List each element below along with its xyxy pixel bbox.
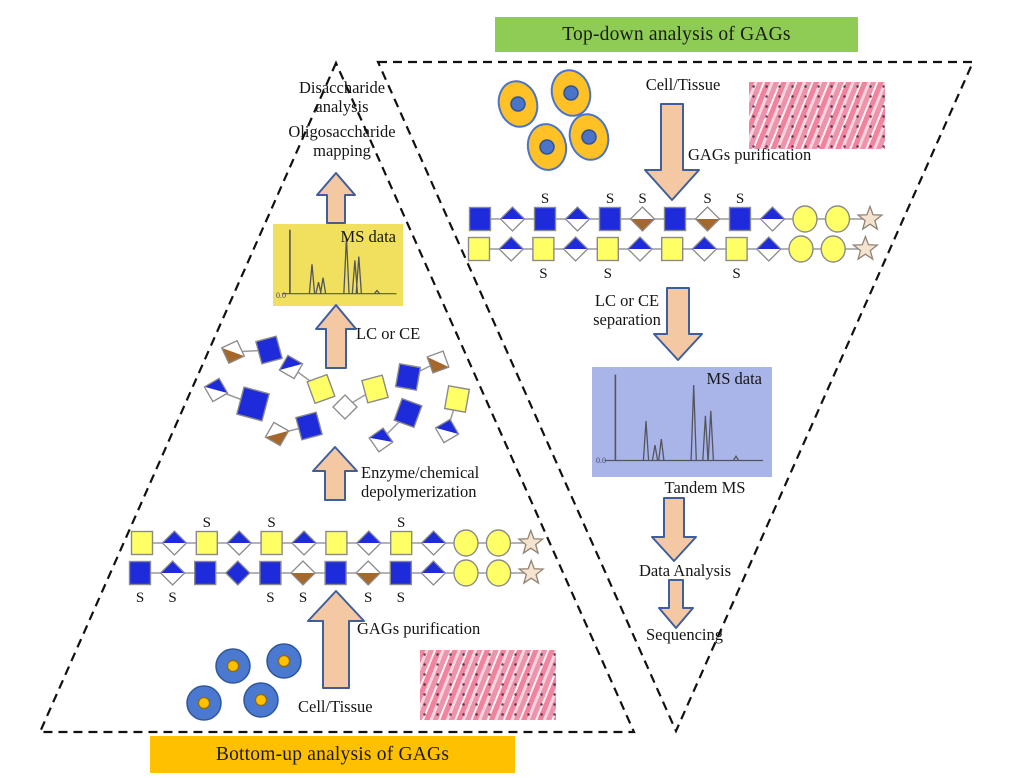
disaccharide-scatter: [203, 335, 471, 453]
lc-ce-up-arrow: [315, 304, 357, 369]
label-lc-ce: LC or CE: [356, 324, 421, 343]
label-data-analysis: Data Analysis: [638, 561, 732, 580]
cells-cluster-bottom: [186, 643, 302, 721]
svg-text:S: S: [364, 590, 372, 606]
gags-purification-up-arrow: [307, 590, 365, 689]
svg-text:S: S: [397, 590, 405, 606]
svg-text:S: S: [539, 266, 547, 282]
svg-text:S: S: [136, 590, 144, 606]
banner-top-down: Top-down analysis of GAGs: [495, 17, 858, 52]
lc-ce-separation-down-arrow: [653, 287, 703, 361]
label-cell-tissue-bottom: Cell/Tissue: [298, 697, 373, 716]
tissue-image-bottom: [420, 650, 556, 720]
gags-purification-down-arrow: [644, 103, 700, 201]
svg-text:S: S: [168, 590, 176, 606]
svg-text:S: S: [606, 191, 614, 207]
label-lc-ce-separation: LC or CE separation: [593, 291, 661, 330]
label-ms-data-yellow: MS data: [340, 227, 396, 246]
tissue-image-top: [749, 82, 885, 149]
label-gags-purification-bottom: GAGs purification: [357, 619, 481, 638]
label-ms-data-blue: MS data: [706, 369, 762, 388]
svg-text:S: S: [703, 191, 711, 207]
top-down-triangle-outline: [376, 60, 975, 734]
svg-text:S: S: [541, 191, 549, 207]
svg-text:S: S: [266, 590, 274, 606]
svg-text:S: S: [736, 191, 744, 207]
svg-text:S: S: [638, 191, 646, 207]
ms-data-up-arrow: [316, 172, 356, 224]
data-analysis-down-arrow: [658, 579, 694, 629]
svg-text:S: S: [203, 515, 211, 531]
banner-bottom-up: Bottom-up analysis of GAGs: [150, 736, 515, 773]
svg-text:S: S: [604, 266, 612, 282]
label-axis-zero-blue: 0.0: [596, 456, 606, 465]
svg-text:S: S: [732, 266, 740, 282]
label-tandem-ms: Tandem MS: [664, 478, 746, 497]
cells-cluster-top: [497, 69, 610, 171]
ms-data-box-blue: [592, 367, 772, 477]
label-gags-purification-top: GAGs purification: [688, 145, 812, 164]
ms-data-box-yellow: [273, 224, 403, 306]
label-disaccharide-analysis: Disaccharide analysis: [298, 78, 386, 117]
label-enzyme-depolymerization: Enzyme/chemical depolymerization: [361, 463, 480, 502]
label-cell-tissue-top: Cell/Tissue: [645, 75, 721, 94]
svg-text:S: S: [299, 590, 307, 606]
tandem-ms-down-arrow: [651, 497, 697, 562]
label-oligosaccharide-mapping: Oligosaccharide mapping: [288, 122, 396, 161]
bottom-up-triangle-outline: [38, 60, 636, 734]
label-axis-zero-yellow: 0.0: [276, 291, 286, 300]
enzyme-depolymerization-up-arrow: [312, 446, 358, 501]
label-sequencing: Sequencing: [646, 625, 723, 644]
svg-text:S: S: [267, 515, 275, 531]
svg-text:S: S: [397, 515, 405, 531]
